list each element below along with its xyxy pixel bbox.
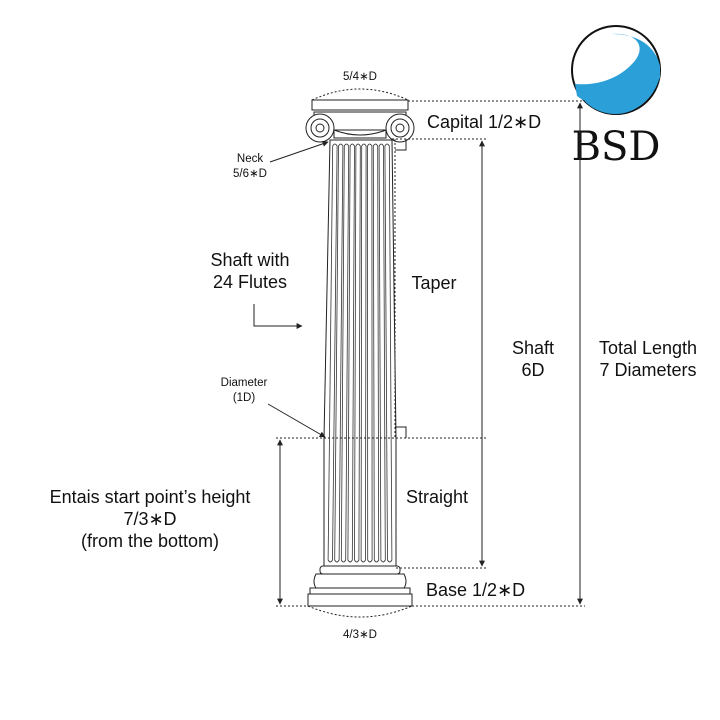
entasis-value-label: 7/3∗D: [123, 509, 176, 529]
flute-groove: [354, 143, 361, 563]
base-width-label: 4/3∗D: [343, 629, 377, 641]
shaft-flutes: [327, 143, 393, 563]
flute-groove: [384, 143, 393, 563]
bsd-logo: BSD: [571, 25, 661, 170]
capital-width-label: 5/4∗D: [343, 71, 377, 83]
logo-swoosh-icon: [575, 33, 660, 107]
base: [307, 565, 413, 607]
entasis-label: Entais start point’s height: [50, 487, 251, 507]
shaft: [323, 139, 397, 567]
logo-text: BSD: [572, 124, 661, 170]
shaft-label: Shaft: [512, 338, 554, 358]
neck-value-label: 5/6∗D: [233, 168, 267, 180]
shaft-flutes-label: Shaft with: [210, 250, 289, 270]
capital: [305, 99, 415, 143]
shaft-flutes-count-label: 24 Flutes: [213, 272, 287, 292]
base-label: Base 1/2∗D: [426, 580, 525, 600]
neck-label: Neck: [237, 153, 263, 165]
diameter-label: Diameter: [221, 377, 268, 389]
total-length-label: Total Length: [599, 338, 697, 358]
diameter-leader: [267, 403, 326, 438]
flute-groove: [367, 143, 373, 563]
flutes-pointer-arrow: [253, 304, 303, 329]
diameter-value-label: (1D): [233, 392, 256, 404]
capital-label: Capital 1/2∗D: [427, 112, 541, 132]
flute-groove: [347, 143, 355, 563]
straight-label: Straight: [406, 487, 468, 507]
flute-groove: [327, 143, 338, 563]
flute-groove: [360, 143, 367, 563]
total-diameters-label: 7 Diameters: [599, 360, 696, 380]
neck-leader: [269, 140, 329, 163]
shaft-length-label: 6D: [521, 360, 544, 380]
taper-label: Taper: [411, 273, 456, 293]
flute-groove: [340, 143, 350, 563]
flute-groove: [334, 143, 344, 563]
entasis-note-label: (from the bottom): [81, 531, 219, 551]
flute-groove: [378, 143, 386, 563]
flute-groove: [372, 143, 380, 563]
